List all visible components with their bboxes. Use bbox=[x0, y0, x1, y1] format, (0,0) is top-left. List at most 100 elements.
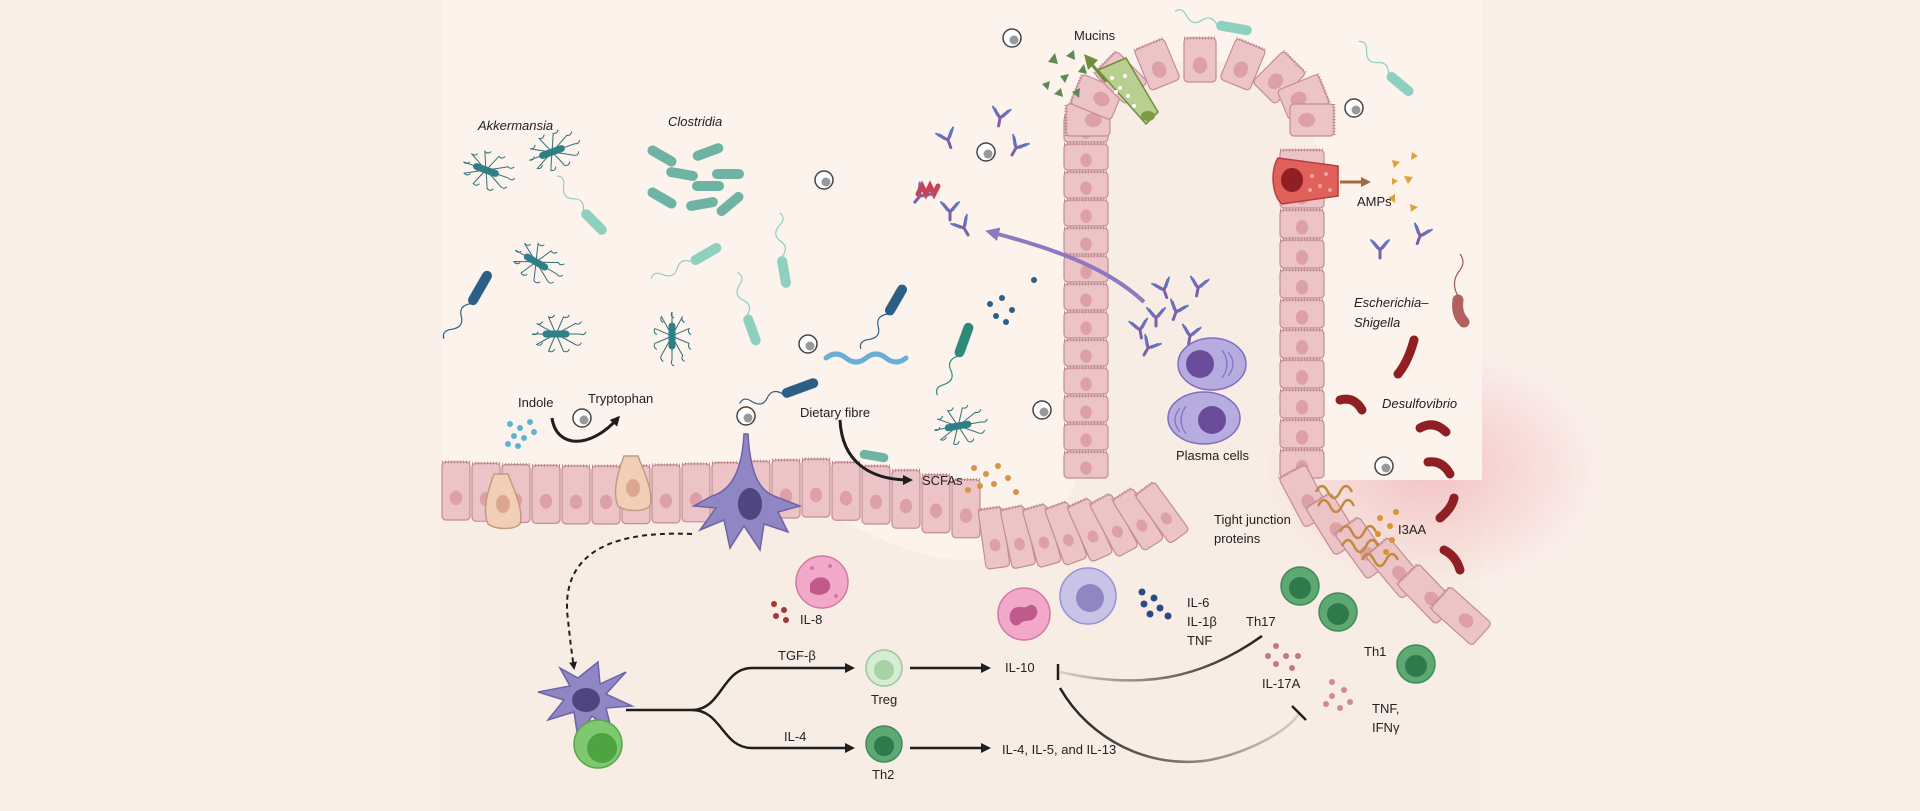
phage-particle bbox=[976, 142, 996, 162]
lumen bbox=[442, 0, 1482, 560]
epithelial-cell bbox=[1279, 358, 1325, 389]
epithelial-cell bbox=[561, 464, 591, 525]
label-desulfovibrio: Desulfovibrio bbox=[1382, 396, 1458, 411]
lumen-bacterium bbox=[1358, 40, 1414, 97]
label-escherichia-2: Shigella bbox=[1354, 315, 1401, 330]
akkermansia-bacterium bbox=[653, 311, 692, 367]
epithelial-cell bbox=[1063, 366, 1109, 395]
epithelial-cell bbox=[681, 462, 711, 523]
indole-particles bbox=[505, 419, 537, 449]
epithelial-cell bbox=[1021, 502, 1062, 568]
akkermansia-bacterium bbox=[529, 129, 581, 172]
epithelial-cell bbox=[1279, 268, 1325, 299]
epithelial-cell bbox=[1063, 226, 1109, 255]
akkermansia-bacterium bbox=[934, 404, 988, 445]
label-th17: Th17 bbox=[1246, 614, 1276, 629]
neutrophil bbox=[997, 587, 1051, 641]
phage-particle bbox=[736, 406, 756, 426]
escherichia-shigella-cell-2 bbox=[1452, 253, 1470, 328]
antibody bbox=[1169, 298, 1189, 322]
paneth-cell bbox=[1272, 157, 1339, 205]
naive-t-cell bbox=[573, 719, 623, 769]
phage-particle bbox=[1344, 98, 1364, 118]
epithelial-cell bbox=[1063, 338, 1109, 367]
epithelial-cell bbox=[1279, 388, 1325, 419]
tnf-ifn-particles bbox=[1323, 679, 1353, 711]
label-mucins: Mucins bbox=[1074, 28, 1116, 43]
epithelial-cell bbox=[531, 463, 561, 524]
spirochete-bacterium bbox=[823, 351, 909, 365]
epithelial-cell bbox=[1063, 170, 1109, 199]
epithelial-cell bbox=[1429, 585, 1491, 645]
scfa-particles bbox=[965, 463, 1019, 495]
tagged-pathogen bbox=[915, 180, 941, 200]
epithelial-cell bbox=[1063, 142, 1109, 171]
antibodies bbox=[913, 105, 1433, 357]
epithelial-cell bbox=[1279, 298, 1325, 329]
clostridia-bacterium bbox=[686, 197, 718, 211]
th2-cell bbox=[865, 725, 903, 763]
amp-particles bbox=[1388, 152, 1418, 212]
lumen-bacterium bbox=[556, 175, 607, 235]
label-scfas: SCFAs bbox=[922, 473, 963, 488]
lumen-bacterium bbox=[650, 243, 722, 279]
epithelial-cell bbox=[1063, 254, 1109, 283]
label-plasma-cells: Plasma cells bbox=[1176, 448, 1249, 463]
akkermansia-bacterium bbox=[531, 314, 587, 353]
epithelial-cell bbox=[891, 468, 921, 529]
epithelial-cell bbox=[1183, 36, 1217, 83]
antibody bbox=[1128, 317, 1149, 340]
clostridia-bacterium bbox=[647, 145, 677, 167]
phage-particles bbox=[572, 28, 1394, 476]
label-il8: IL-8 bbox=[800, 612, 823, 627]
dendritic-cell-lymph bbox=[537, 660, 635, 741]
plasma-cell-1 bbox=[1177, 337, 1247, 391]
phage-particle bbox=[798, 334, 818, 354]
epithelial-cell bbox=[1063, 394, 1109, 423]
label-il4-il5-il13: IL-4, IL-5, and IL-13 bbox=[1002, 742, 1117, 757]
antibody bbox=[950, 213, 970, 237]
epithelial-cell bbox=[1063, 198, 1109, 227]
antibody bbox=[1146, 307, 1166, 328]
fibre-to-scfa-arrow bbox=[838, 419, 913, 485]
escherichia-shigella-cell-1 bbox=[1393, 335, 1419, 379]
goblet-cell bbox=[1096, 57, 1159, 126]
lumen-bacterium bbox=[739, 378, 819, 405]
clostridia-bacterium bbox=[647, 187, 677, 209]
label-il10: IL-10 bbox=[1005, 660, 1035, 675]
label-il1b: IL-1β bbox=[1187, 614, 1217, 629]
lumen-metabolite-particles bbox=[987, 277, 1037, 325]
antibody bbox=[1151, 276, 1171, 300]
label-i3aa: I3AA bbox=[1398, 522, 1427, 537]
epithelial-cell bbox=[651, 463, 681, 524]
antibody bbox=[991, 105, 1012, 128]
epithelial-cell bbox=[921, 473, 951, 534]
epithelial-cell bbox=[1063, 422, 1109, 451]
enteroendocrine-cell-2 bbox=[614, 455, 652, 512]
phage-particle bbox=[814, 170, 834, 190]
clostridia-bacterium bbox=[692, 143, 724, 161]
epithelial-cell bbox=[1133, 36, 1180, 91]
label-tnf-ifn-1: TNF, bbox=[1372, 701, 1400, 716]
lumen-bacterium bbox=[775, 212, 791, 288]
th1-cell bbox=[1396, 644, 1436, 684]
label-clostridia: Clostridia bbox=[668, 114, 723, 129]
epithelial-cell bbox=[1279, 238, 1325, 269]
th17-cell-1 bbox=[1280, 566, 1320, 606]
dc-migration-arrow bbox=[566, 532, 693, 670]
phage-particle bbox=[1032, 400, 1052, 420]
epithelial-cell bbox=[1063, 282, 1109, 311]
mucin-particles bbox=[1042, 50, 1087, 98]
antibody bbox=[1370, 239, 1390, 260]
macrophage bbox=[1059, 567, 1117, 625]
label-tgfb: TGF-β bbox=[778, 648, 816, 663]
lumen-bacterium bbox=[935, 322, 974, 396]
phage-particle bbox=[1002, 28, 1022, 48]
epithelial-cell bbox=[1279, 328, 1325, 359]
tryptophan-to-indole-arrow bbox=[550, 415, 620, 443]
antibody bbox=[1181, 323, 1202, 346]
label-il4: IL-4 bbox=[784, 729, 807, 744]
akkermansia-bacterium bbox=[463, 150, 516, 191]
